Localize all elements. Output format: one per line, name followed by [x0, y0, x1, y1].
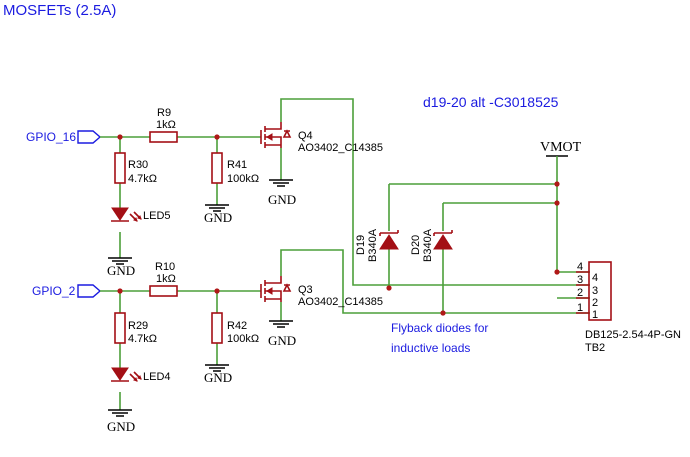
r30-ref: R30: [128, 159, 148, 171]
gpio16-port-flag: [77, 130, 102, 144]
vmot-label: VMOT: [540, 140, 582, 155]
tb2-pin-num: 1: [592, 309, 598, 321]
r42-resistor: [211, 312, 223, 344]
r42-ref: R42: [227, 320, 247, 332]
junction: [554, 181, 560, 187]
flyback-note-line2: inductive loads: [391, 341, 470, 355]
junction: [386, 285, 392, 291]
q3-drain-wire: [280, 249, 590, 314]
junction: [117, 288, 123, 294]
power-section: VMOT D19 B340A D20 B340A 4 4 3 3: [355, 140, 681, 354]
r9-value: 1kΩ: [156, 119, 176, 131]
gpio2-net-label: GPIO_2: [32, 284, 76, 298]
r41-resistor: [211, 152, 223, 184]
gnd-symbol: [269, 179, 293, 187]
r42-value: 100kΩ: [227, 333, 259, 345]
gnd-symbol: [269, 320, 293, 328]
r41-value: 100kΩ: [227, 173, 259, 185]
gnd-symbol: [108, 409, 132, 417]
led4-symbol: [111, 367, 142, 382]
tb2-pin-num: 4: [577, 261, 583, 273]
gnd-symbol: [205, 204, 229, 212]
q4-ref: Q4: [298, 130, 313, 142]
q4-mosfet-symbol: [260, 122, 292, 148]
r10-ref: R10: [155, 261, 175, 273]
led5-symbol: [111, 207, 142, 222]
d20-part: B340A: [422, 228, 434, 262]
tb2-pin-num: 2: [577, 287, 583, 299]
q3-ref: Q3: [298, 284, 313, 296]
r9-ref: R9: [157, 107, 171, 119]
r30-resistor: [114, 152, 126, 184]
r29-ref: R29: [128, 320, 148, 332]
r29-resistor: [114, 312, 126, 344]
alt-part-note: d19-20 alt -C3018525: [423, 94, 559, 110]
gnd-label: GND: [204, 210, 232, 225]
gnd-label: GND: [268, 192, 296, 207]
q3-mosfet-symbol: [260, 276, 292, 302]
led5-ref: LED5: [143, 210, 171, 222]
tb2-pin-num: 3: [592, 285, 598, 297]
r30-value: 4.7kΩ: [128, 173, 157, 185]
gnd-symbol: [108, 257, 132, 265]
d20-ref: D20: [410, 235, 422, 255]
d19-ref: D19: [355, 235, 367, 255]
tb2-connector-body: [588, 261, 612, 321]
flyback-note-line1: Flyback diodes for: [391, 321, 488, 335]
r41-ref: R41: [227, 159, 247, 171]
gnd-symbol: [205, 364, 229, 372]
gpio2-port-flag: [77, 284, 102, 298]
tb2-pin-num: 2: [592, 297, 598, 309]
junction: [554, 269, 560, 275]
q4-part: AO3402_C14385: [298, 142, 383, 154]
gnd-label: GND: [268, 333, 296, 348]
junction: [214, 288, 220, 294]
r29-value: 4.7kΩ: [128, 333, 157, 345]
tb2-pin-num: 4: [592, 272, 598, 284]
d20-diode-symbol: [433, 230, 453, 250]
gnd-label: GND: [107, 263, 135, 278]
tb2-pin-num: 3: [577, 274, 583, 286]
q4-drain-wire: [280, 98, 590, 286]
gnd-label: GND: [204, 370, 232, 385]
r10-value: 1kΩ: [156, 273, 176, 285]
tb2-ref: TB2: [585, 342, 605, 354]
gpio16-net-label: GPIO_16: [26, 130, 76, 144]
vmot-wire: [556, 156, 590, 273]
led4-ref: LED4: [143, 371, 171, 383]
gnd-label: GND: [107, 419, 135, 434]
tb2-part: DB125-2.54-4P-GN: [585, 329, 681, 341]
d19-diode-symbol: [379, 230, 399, 250]
r9-resistor: [149, 131, 178, 143]
junction: [117, 134, 123, 140]
junction: [554, 200, 560, 206]
schematic-title: MOSFETs (2.5A): [3, 2, 116, 19]
channel-gpio2: GPIO_2 R10 1kΩ R29 4.7kΩ LED4 GND R4: [32, 249, 590, 434]
junction: [214, 134, 220, 140]
channel-gpio16: GPIO_16 R9 1kΩ R30 4.7kΩ LED5 GND: [26, 98, 590, 286]
r10-resistor: [149, 285, 178, 297]
q3-part: AO3402_C14385: [298, 296, 383, 308]
d19-part: B340A: [367, 228, 379, 262]
tb2-pins: [576, 271, 589, 314]
junction: [440, 310, 446, 316]
tb2-pin-num: 1: [577, 302, 583, 314]
